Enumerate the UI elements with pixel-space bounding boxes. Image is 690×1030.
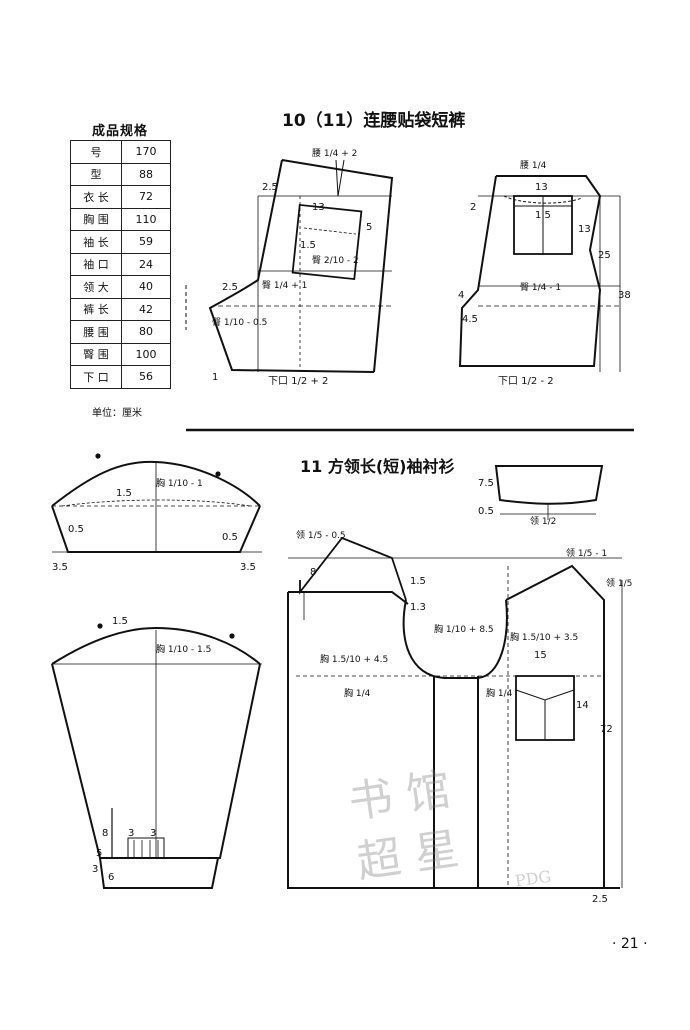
spec-key: 袖 长 [70, 230, 122, 254]
svg-text:1: 1 [212, 372, 218, 383]
spec-value: 24 [121, 252, 171, 276]
label-collar-back: 领 1/5 - 1 [566, 547, 607, 559]
label-chest-85: 胸 1/10 + 8.5 [434, 623, 494, 635]
spec-value: 72 [121, 185, 171, 209]
svg-text:6: 6 [108, 872, 114, 883]
svg-text:5: 5 [96, 848, 102, 859]
svg-text:1.5: 1.5 [410, 576, 426, 587]
svg-text:1.3: 1.3 [410, 602, 426, 613]
svg-text:8: 8 [310, 567, 316, 578]
svg-text:0.5: 0.5 [478, 506, 494, 517]
spec-table-title: 成品规格 [92, 124, 149, 139]
label-chest-45: 胸 1.5/10 + 4.5 [320, 653, 388, 665]
svg-text:15: 15 [534, 650, 547, 661]
library-stamp: 书 馆超 星 PDG [345, 764, 553, 891]
label-hip-back: 臀 1/4 - 1 [520, 282, 561, 293]
svg-text:1.5: 1.5 [300, 240, 316, 251]
svg-text:3.5: 3.5 [52, 562, 68, 573]
svg-text:3: 3 [92, 864, 98, 875]
svg-text:13: 13 [535, 182, 548, 193]
label-chest-35: 胸 1.5/10 + 3.5 [510, 631, 578, 643]
svg-text:13: 13 [578, 224, 591, 235]
svg-text:1.5: 1.5 [535, 210, 551, 221]
label-waist-back: 腰 1/4 [520, 160, 547, 171]
svg-text:4: 4 [458, 290, 464, 301]
shorts-back-piece [458, 175, 621, 372]
svg-text:2: 2 [470, 202, 476, 213]
svg-text:5: 5 [366, 222, 372, 233]
svg-text:1.5: 1.5 [112, 616, 128, 627]
label-chest-q-left: 胸 1/4 [344, 687, 371, 699]
label-hem-back: 下口 1/2 - 2 [498, 376, 554, 387]
spec-value: 42 [121, 297, 171, 321]
svg-text:2.5: 2.5 [262, 182, 278, 193]
long-sleeve-piece [51, 623, 262, 889]
svg-text:3.5: 3.5 [240, 562, 256, 573]
svg-text:13: 13 [312, 202, 325, 213]
svg-text:72: 72 [600, 724, 613, 735]
svg-text:3: 3 [128, 828, 134, 839]
svg-text:4.5: 4.5 [462, 314, 478, 325]
short-sleeve-piece [51, 453, 262, 553]
svg-text:14: 14 [576, 700, 589, 711]
unit-note: 单位：厘米 [92, 408, 142, 419]
label-hip-2-10: 臀 2/10 - 2 [312, 255, 359, 266]
svg-text:25: 25 [598, 250, 611, 261]
spec-value: 59 [121, 230, 171, 254]
spec-value: 100 [121, 342, 171, 366]
spec-key: 领 大 [70, 275, 122, 299]
spec-key: 下 口 [70, 365, 122, 389]
svg-text:1.5: 1.5 [116, 488, 132, 499]
svg-text:2.5: 2.5 [222, 282, 238, 293]
shorts-front-piece [208, 159, 394, 373]
svg-text:38: 38 [618, 290, 631, 301]
spec-value: 110 [121, 207, 171, 231]
label-waist-front: 腰 1/4 + 2 [312, 148, 357, 159]
section-title-shorts: 10（11）连腰贴袋短裤 [282, 111, 466, 131]
svg-text:7.5: 7.5 [478, 478, 494, 489]
shirt-body [287, 536, 623, 889]
svg-text:0.5: 0.5 [222, 532, 238, 543]
spec-key: 胸 围 [70, 207, 122, 231]
label-hip-front: 臀 1/4 + 1 [262, 280, 307, 291]
label-collar-back-2: 领 1/5 [606, 577, 632, 589]
spec-key: 袖 口 [70, 252, 122, 276]
page-number: · 21 · [612, 936, 648, 952]
label-sleeve-chest-2: 胸 1/10 - 1.5 [156, 643, 211, 655]
spec-value: 170 [121, 140, 171, 164]
label-sleeve-chest-1: 胸 1/10 - 1 [156, 477, 203, 489]
collar-piece [494, 465, 604, 520]
label-chest-q-right: 胸 1/4 [486, 687, 513, 699]
spec-value: 88 [121, 162, 171, 186]
label-collar-front: 领 1/5 - 0.5 [296, 529, 346, 541]
svg-text:0.5: 0.5 [68, 524, 84, 535]
svg-text:2.5: 2.5 [592, 894, 608, 905]
label-hip-10: 臀 1/10 - 0.5 [212, 317, 267, 328]
section-title-shirt: 11 方领长(短)袖衬衫 [300, 457, 455, 476]
svg-text:3: 3 [150, 828, 156, 839]
spec-value: 56 [121, 365, 171, 389]
svg-text:8: 8 [102, 828, 108, 839]
label-collar: 领 1/2 [530, 515, 556, 527]
label-hem-front: 下口 1/2 + 2 [268, 376, 328, 387]
